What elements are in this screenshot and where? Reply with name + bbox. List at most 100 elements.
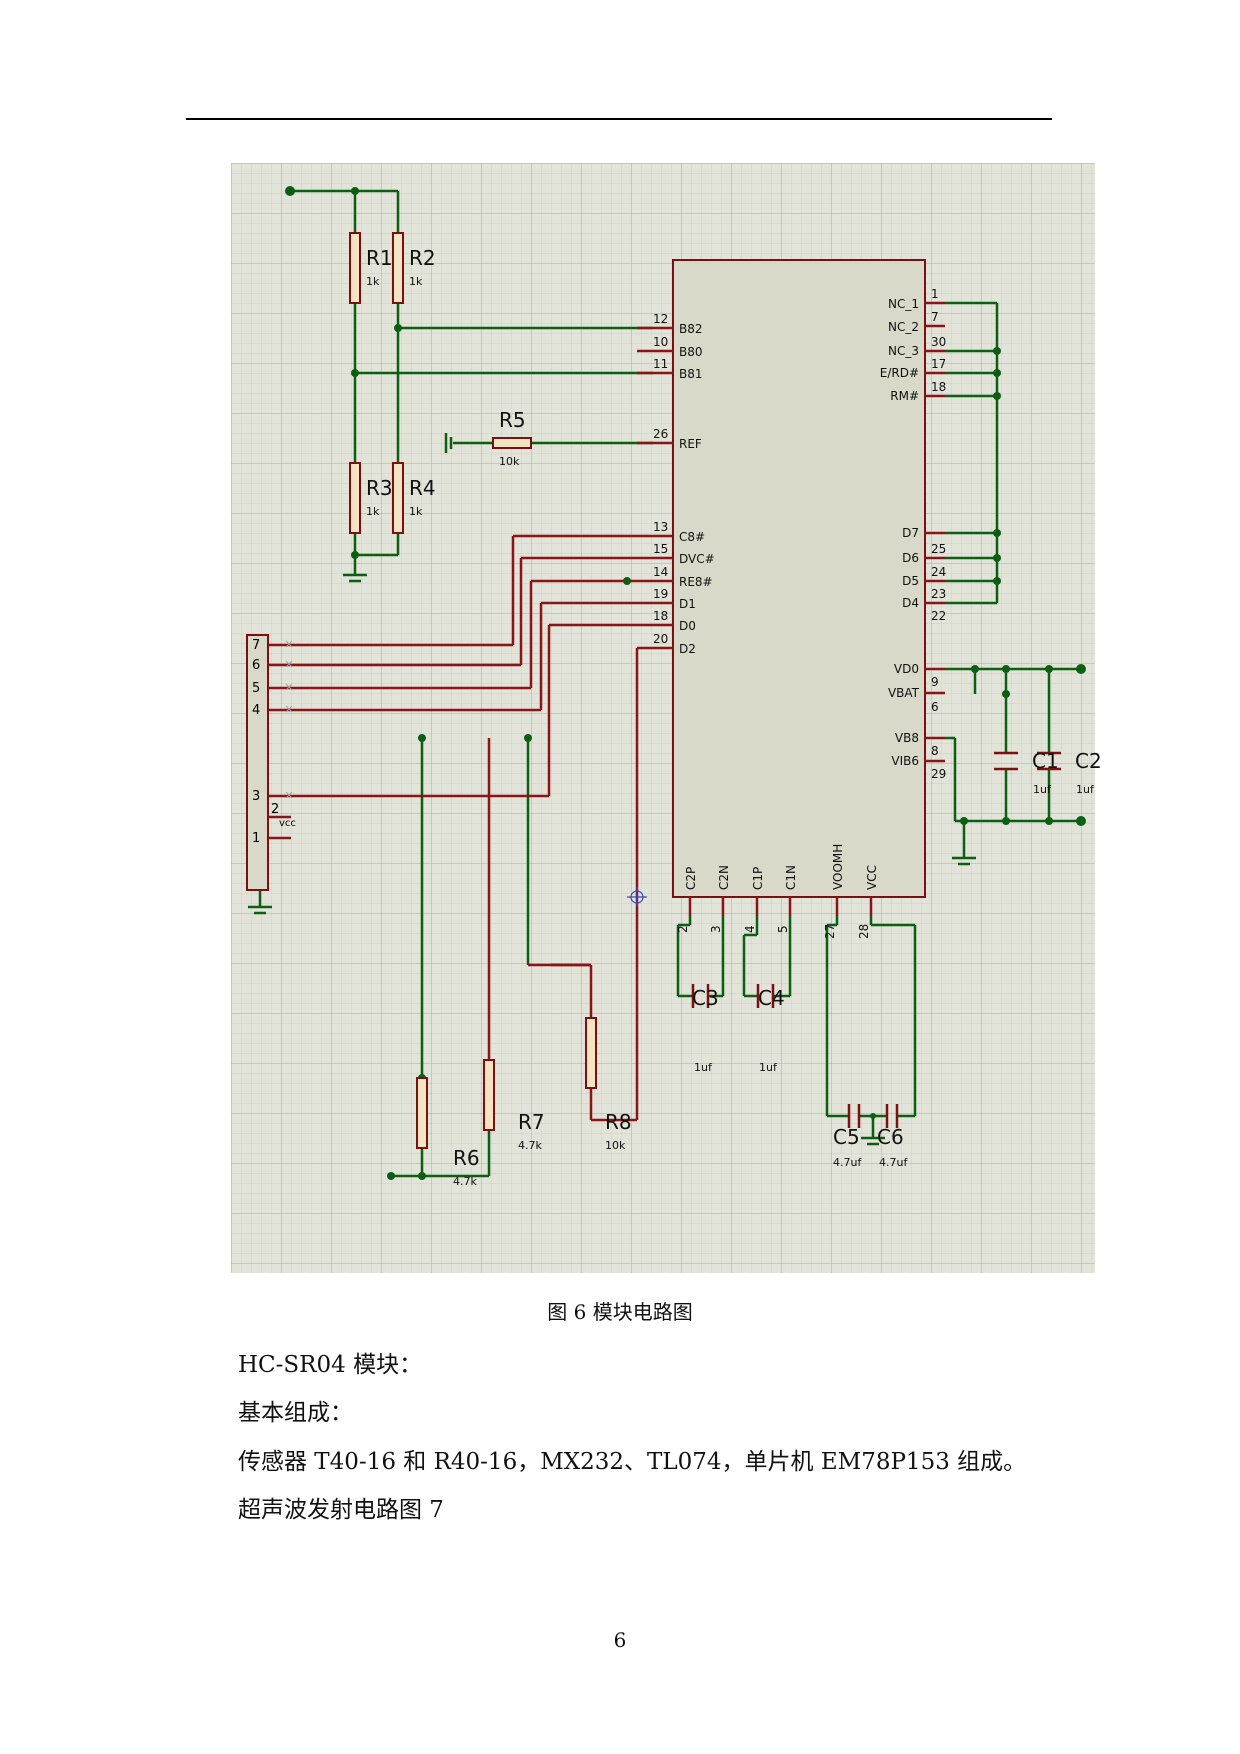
svg-text:VBAT: VBAT (888, 686, 920, 700)
svg-text:5: 5 (776, 925, 790, 933)
svg-text:R6: R6 (453, 1146, 480, 1170)
svg-text:9: 9 (931, 675, 939, 689)
resistor-bodies (349, 232, 597, 1149)
svg-text:4.7k: 4.7k (453, 1175, 477, 1188)
svg-text:C6: C6 (877, 1125, 904, 1149)
svg-text:C8#: C8# (679, 530, 705, 544)
svg-text:VCC: VCC (865, 865, 879, 890)
svg-text:10k: 10k (605, 1139, 626, 1152)
svg-text:7: 7 (931, 310, 939, 324)
svg-text:17: 17 (931, 357, 946, 371)
ic-body (672, 259, 926, 898)
svg-text:25: 25 (931, 542, 946, 556)
svg-text:4.7k: 4.7k (518, 1139, 542, 1152)
svg-text:1uf: 1uf (759, 1061, 778, 1074)
svg-text:C5: C5 (833, 1125, 860, 1149)
svg-text:R2: R2 (409, 246, 436, 270)
svg-text:10k: 10k (499, 455, 520, 468)
connector-x-marks (285, 640, 293, 799)
svg-text:C3: C3 (692, 986, 719, 1010)
svg-text:R3: R3 (366, 476, 393, 500)
svg-text:VB8: VB8 (895, 731, 919, 745)
svg-text:B82: B82 (679, 322, 703, 336)
red-wires (268, 301, 945, 1122)
svg-text:D4: D4 (902, 596, 919, 610)
svg-text:DVC#: DVC# (679, 552, 715, 566)
svg-text:vcc: vcc (279, 818, 296, 829)
svg-text:R8: R8 (605, 1110, 632, 1134)
svg-text:RM#: RM# (890, 389, 919, 403)
svg-text:1k: 1k (409, 505, 423, 518)
svg-text:24: 24 (931, 565, 946, 579)
svg-text:6: 6 (931, 700, 939, 714)
svg-text:NC_2: NC_2 (888, 320, 919, 334)
svg-text:6: 6 (252, 658, 260, 673)
ic-bottom-pin-labels: C2P C2N C1P C1N VOOMH VCC 2 3 4 5 27 28 (676, 844, 879, 939)
svg-text:VOOMH: VOOMH (831, 844, 845, 890)
svg-text:3: 3 (252, 789, 260, 804)
svg-text:C1N: C1N (784, 865, 798, 890)
svg-text:4.7uf: 4.7uf (879, 1156, 908, 1169)
svg-text:2: 2 (676, 925, 690, 933)
svg-text:7: 7 (252, 638, 260, 653)
svg-text:D2: D2 (679, 642, 696, 656)
svg-text:C1P: C1P (751, 867, 765, 890)
svg-text:2: 2 (271, 802, 279, 817)
svg-text:R1: R1 (366, 246, 393, 270)
svg-text:4.7uf: 4.7uf (833, 1156, 862, 1169)
svg-text:30: 30 (931, 335, 946, 349)
svg-text:5: 5 (252, 681, 260, 696)
svg-text:3: 3 (709, 925, 723, 933)
svg-text:R7: R7 (518, 1110, 545, 1134)
svg-text:C2: C2 (1075, 749, 1102, 773)
svg-text:VIB6: VIB6 (891, 754, 919, 768)
text-line-components: 传感器 T40-16 和 R40-16，MX232、TL074，单片机 EM78… (238, 1449, 1027, 1475)
svg-text:27: 27 (823, 924, 837, 939)
text-line-module: HC-SR04 模块： (238, 1352, 423, 1378)
svg-text:15: 15 (653, 542, 668, 556)
svg-text:1: 1 (252, 831, 260, 846)
svg-text:D1: D1 (679, 597, 696, 611)
svg-text:R4: R4 (409, 476, 436, 500)
svg-text:26: 26 (653, 427, 668, 441)
text-line-composition: 基本组成： (238, 1400, 353, 1426)
svg-text:1k: 1k (366, 275, 380, 288)
svg-text:C2N: C2N (717, 865, 731, 890)
svg-text:8: 8 (931, 744, 939, 758)
junctions (285, 186, 1086, 1180)
svg-text:1uf: 1uf (1076, 783, 1095, 796)
svg-text:11: 11 (653, 357, 668, 371)
svg-text:19: 19 (653, 587, 668, 601)
svg-text:18: 18 (653, 609, 668, 623)
svg-text:D6: D6 (902, 551, 919, 565)
svg-text:D7: D7 (902, 526, 919, 540)
svg-text:NC_3: NC_3 (888, 344, 919, 358)
svg-text:1k: 1k (366, 505, 380, 518)
figure-caption: 图 6 模块电路图 (547, 1300, 693, 1324)
svg-text:D5: D5 (902, 574, 919, 588)
ground-symbols (248, 433, 976, 1146)
module-schematic: 7 6 5 4 3 2 1 vcc R1 1k R2 (231, 163, 1102, 1273)
svg-text:22: 22 (931, 609, 946, 623)
header-rule (186, 118, 1052, 120)
svg-text:E/RD#: E/RD# (880, 366, 919, 380)
circuit-figure: 7 6 5 4 3 2 1 vcc R1 1k R2 (231, 163, 1102, 1273)
connector-pin-labels: 7 6 5 4 3 2 1 vcc (252, 638, 296, 846)
svg-text:B81: B81 (679, 367, 703, 381)
svg-text:1uf: 1uf (694, 1061, 713, 1074)
svg-text:29: 29 (931, 767, 946, 781)
svg-text:14: 14 (653, 565, 668, 579)
svg-text:4: 4 (252, 703, 260, 718)
svg-text:12: 12 (653, 312, 668, 326)
svg-text:C1: C1 (1032, 749, 1059, 773)
header-connector (246, 634, 269, 891)
svg-text:13: 13 (653, 520, 668, 534)
svg-text:NC_1: NC_1 (888, 297, 919, 311)
svg-text:10: 10 (653, 335, 668, 349)
svg-text:D0: D0 (679, 619, 696, 633)
svg-text:C4: C4 (758, 986, 785, 1010)
svg-text:20: 20 (653, 632, 668, 646)
svg-text:1uf: 1uf (1033, 783, 1052, 796)
